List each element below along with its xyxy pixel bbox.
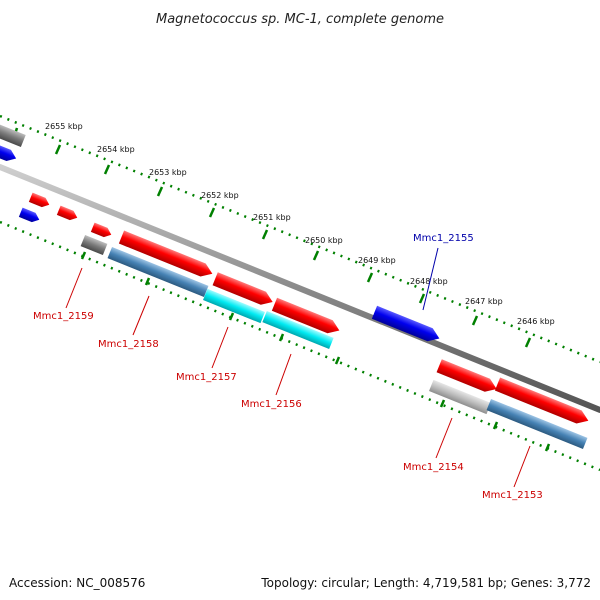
accession-text: Accession: NC_008576	[9, 576, 145, 590]
topology-text: Topology: circular; Length: 4,719,581 bp…	[260, 576, 591, 590]
gene-label[interactable]: Mmc1_2154	[403, 462, 464, 473]
gene-label[interactable]: Mmc1_2159	[33, 311, 94, 322]
scale-label: 2647 kbp	[465, 297, 503, 306]
outer-features	[0, 122, 26, 164]
gene-features	[18, 192, 591, 450]
cds-feature-red[interactable]	[271, 297, 342, 337]
map-title: Magnetococcus sp. MC-1, complete genome	[156, 12, 444, 27]
cds-feature-blue[interactable]	[0, 143, 18, 164]
rna-feature-grey[interactable]	[0, 122, 26, 148]
gene-Mmc1_2159[interactable]	[80, 234, 108, 256]
gene-label[interactable]: Mmc1_2157	[176, 372, 237, 383]
cds-feature-red[interactable]	[28, 192, 51, 210]
gene-Mmc1_2157[interactable]	[203, 288, 265, 324]
cds-feature-red[interactable]	[90, 222, 113, 240]
gene-label[interactable]: Mmc1_2153	[482, 490, 543, 501]
gene-labels: Mmc1_2159 Mmc1_2158 Mmc1_2157 Mmc1_2156 …	[33, 233, 543, 501]
scale-label: 2653 kbp	[149, 168, 187, 177]
cds-feature-red[interactable]	[212, 272, 276, 308]
scale-label: 2649 kbp	[358, 256, 396, 265]
gene-label[interactable]: Mmc1_2156	[241, 399, 302, 410]
scale-label: 2654 kbp	[97, 145, 135, 154]
scale-major-ticks	[12, 127, 532, 348]
inner-scale-track	[0, 220, 600, 472]
gene-Mmc1_2156[interactable]	[262, 310, 334, 350]
gene-Mmc1_2154[interactable]	[429, 379, 491, 415]
cds-feature-blue[interactable]	[18, 207, 41, 225]
scale-label: 2655 kbp	[45, 122, 83, 131]
genome-backbone	[0, 164, 600, 413]
cds-feature-red[interactable]	[56, 205, 79, 223]
cds-feature-red[interactable]	[494, 377, 591, 428]
cds-feature-red[interactable]	[118, 230, 215, 281]
gene-label[interactable]: Mmc1_2155	[413, 233, 474, 244]
gene-Mmc1_2158[interactable]	[107, 246, 209, 298]
outer-scale-track: 2655 kbp 2654 kbp 2653 kbp 2652 kbp 2651…	[0, 114, 600, 364]
gene-label[interactable]: Mmc1_2158	[98, 339, 159, 350]
scale-label: 2652 kbp	[201, 191, 239, 200]
scale-label: 2650 kbp	[305, 236, 343, 245]
scale-label: 2646 kbp	[517, 317, 555, 326]
scale-label: 2648 kbp	[410, 277, 448, 286]
cds-feature-red[interactable]	[436, 359, 500, 395]
scale-label: 2651 kbp	[253, 213, 291, 222]
gene-Mmc1_2153[interactable]	[486, 398, 588, 450]
gene-Mmc1_2155[interactable]	[371, 305, 442, 345]
